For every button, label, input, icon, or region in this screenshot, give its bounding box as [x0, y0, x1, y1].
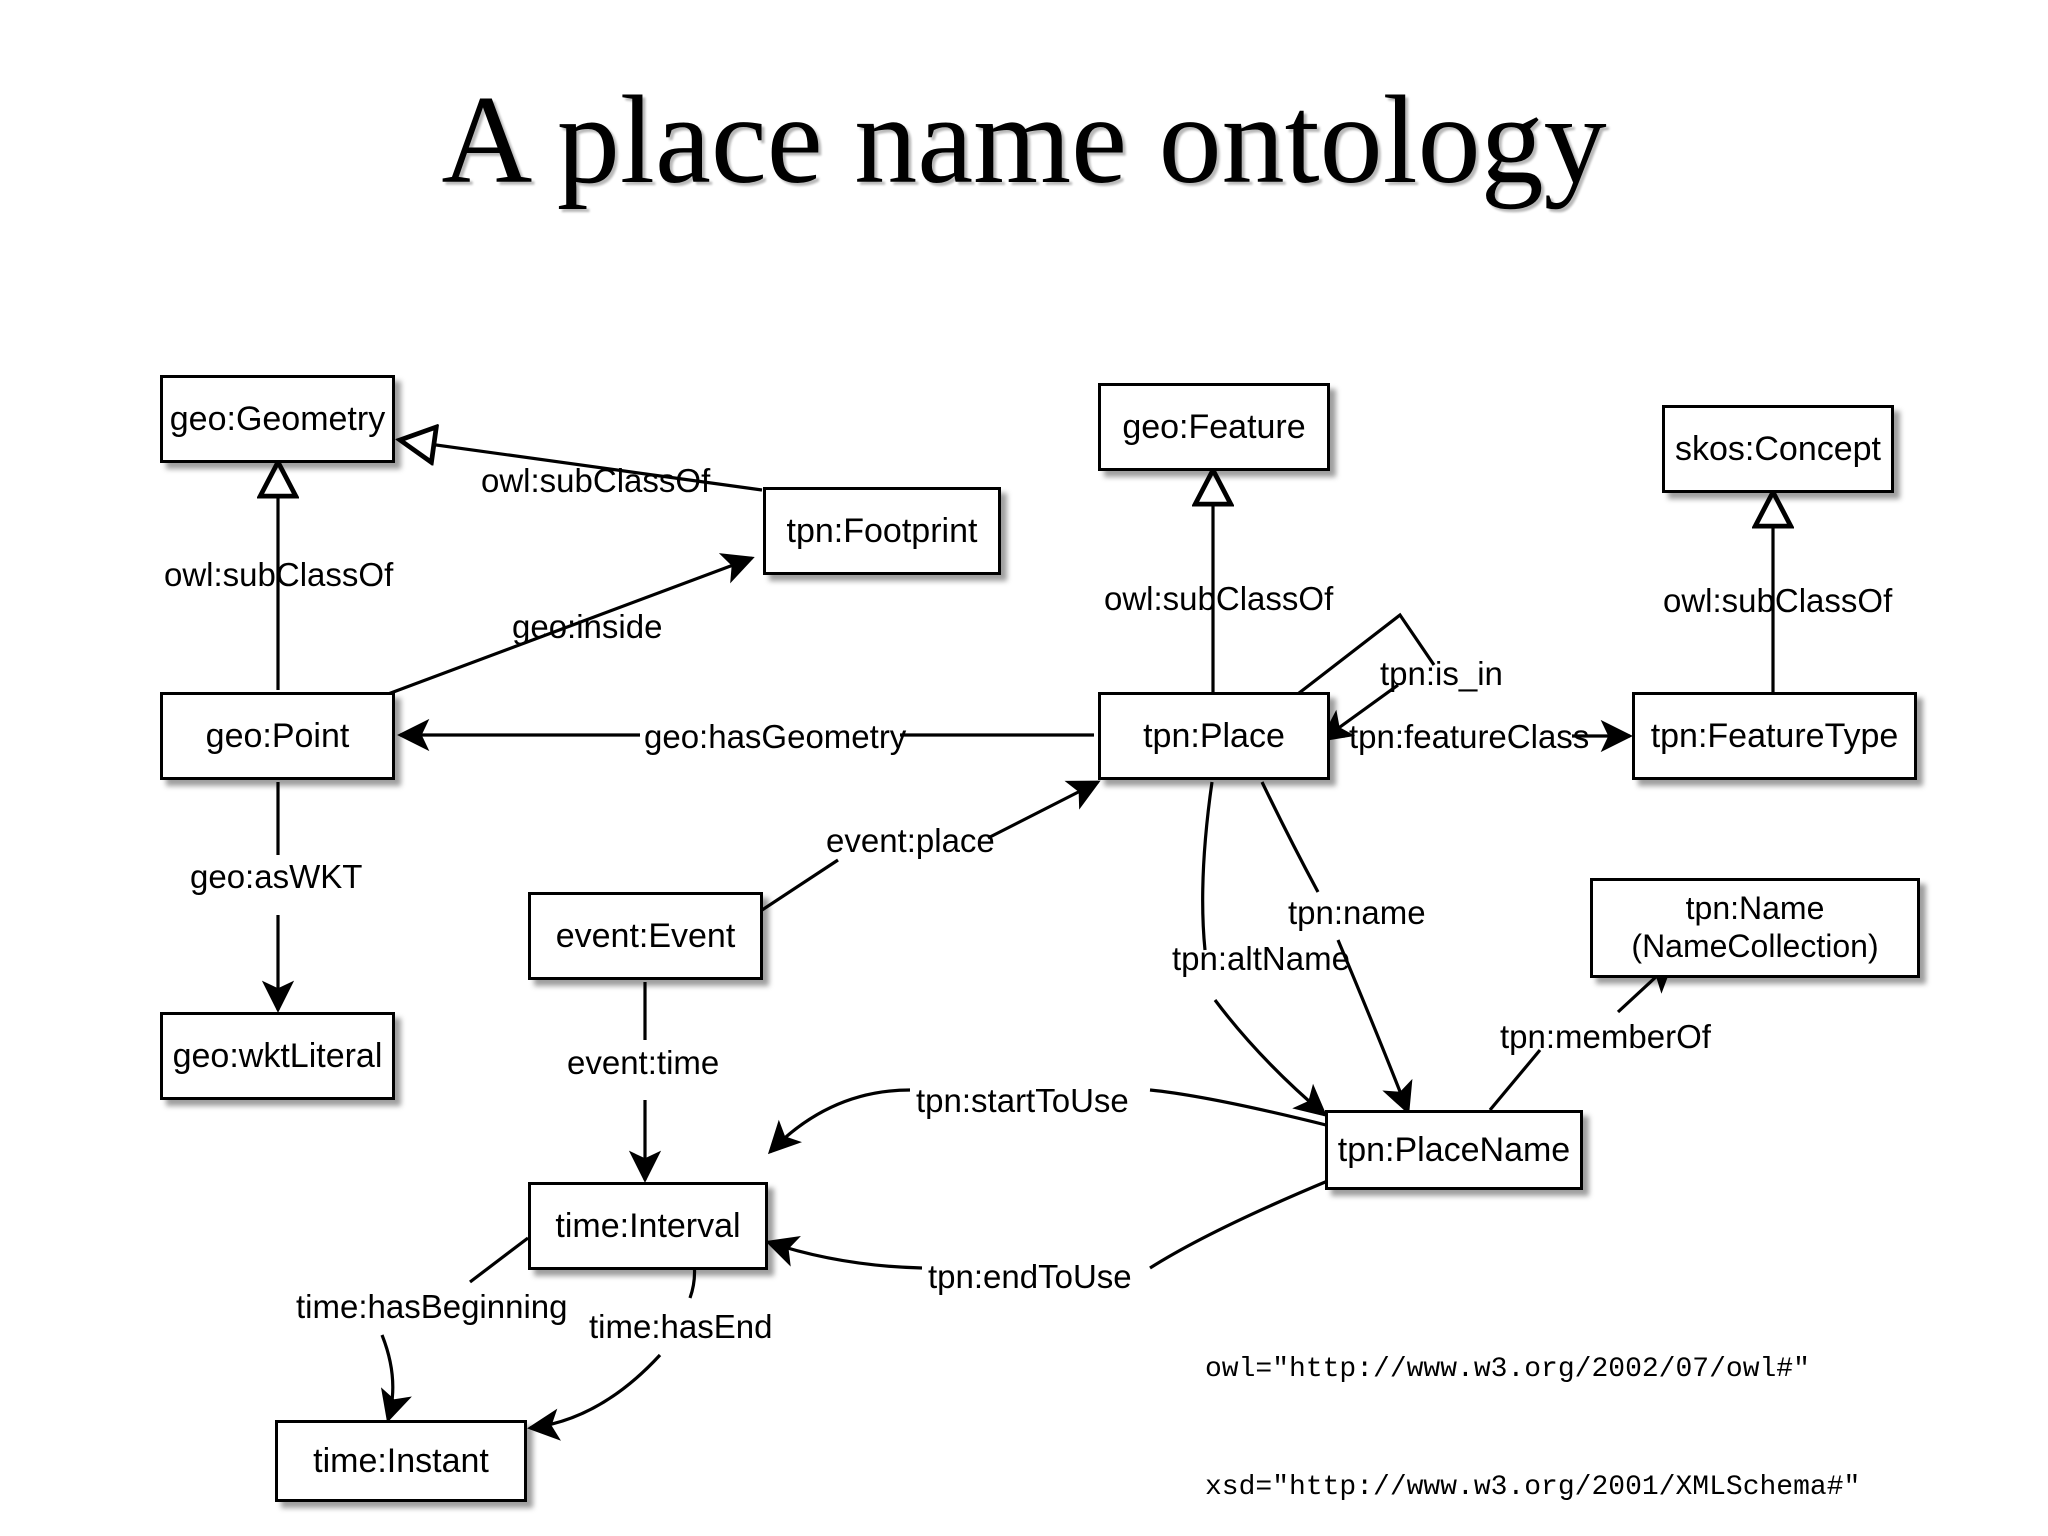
edge-placename-starttouse-interval-stub: [1149, 1088, 1331, 1128]
edge-label-aswkt: geo:asWKT: [190, 858, 363, 895]
edge-label-altname: tpn:altName: [1172, 940, 1350, 977]
edge-event-place-place-stub: [761, 858, 839, 912]
page-title: A place name ontology: [441, 71, 1607, 210]
node-geo-point[interactable]: geo:Point: [160, 692, 395, 780]
node-geo-geometry[interactable]: geo:Geometry: [160, 375, 395, 463]
node-time-instant[interactable]: time:Instant: [275, 1420, 527, 1502]
edge-placename-starttouse-interval: [767, 1088, 911, 1155]
edge-label-point-subclassof: owl:subClassOf: [164, 556, 394, 593]
edge-label-endtouse: tpn:endToUse: [928, 1258, 1132, 1295]
edge-placename-endtouse-interval-stub: [1149, 1178, 1331, 1270]
edge-placename-endtouse-interval: [765, 1235, 923, 1270]
node-time-interval[interactable]: time:Interval: [528, 1182, 768, 1270]
edge-label-featureclass: tpn:featureClass: [1349, 718, 1590, 755]
namespace-line-xsd: xsd="http://www.w3.org/2001/XMLSchema#": [1205, 1471, 1861, 1503]
node-tpn-featuretype[interactable]: tpn:FeatureType: [1632, 692, 1917, 780]
edge-place-name-placename-stub: [1260, 781, 1320, 893]
node-geo-wktliteral[interactable]: geo:wktLiteral: [160, 1012, 395, 1100]
edge-label-featuretype-subclassof: owl:subClassOf: [1663, 582, 1893, 619]
edge-event-place-place: [987, 780, 1101, 840]
edge-place-altname-placename: [1213, 999, 1328, 1117]
edge-footprint-subclassof-geometry: [400, 440, 763, 492]
edge-place-isin-self: [1289, 612, 1436, 702]
edge-label-hasend: time:hasEnd: [589, 1308, 773, 1345]
node-tpn-footprint[interactable]: tpn:Footprint: [763, 487, 1001, 575]
edge-label-event-place: event:place: [826, 822, 995, 859]
edge-point-inside-footprint: [387, 553, 755, 696]
node-tpn-placename[interactable]: tpn:PlaceName: [1325, 1110, 1583, 1190]
edge-place-isin-self-arrow: [1319, 683, 1399, 742]
edge-label-name: tpn:name: [1288, 894, 1426, 931]
edge-label-place-subclassof: owl:subClassOf: [1104, 580, 1334, 617]
edge-label-is-in: tpn:is_in: [1380, 655, 1503, 692]
edge-label-memberof: tpn:memberOf: [1500, 1018, 1711, 1055]
edge-label-footprint-subclassof: owl:subClassOf: [481, 462, 711, 499]
namespace-line-owl: owl="http://www.w3.org/2002/07/owl#": [1205, 1354, 1810, 1386]
edge-interval-hasbeginning-instant: [380, 1334, 412, 1423]
node-event-event[interactable]: event:Event: [528, 892, 763, 980]
edge-label-hasgeometry: geo:hasGeometry: [644, 718, 907, 755]
node-tpn-place[interactable]: tpn:Place: [1098, 692, 1330, 780]
edge-label-geo-inside: geo:inside: [512, 608, 663, 645]
node-skos-concept[interactable]: skos:Concept: [1662, 405, 1894, 493]
edge-label-hasbeginning: time:hasBeginning: [296, 1288, 568, 1325]
edge-interval-hasend-instant: [527, 1353, 662, 1441]
node-tpn-name[interactable]: tpn:Name (NameCollection): [1590, 878, 1920, 978]
namespace-legend: owl="http://www.w3.org/2002/07/owl#" xsd…: [1205, 1272, 1928, 1536]
edge-interval-hasbeginning-instant-stub: [469, 1236, 529, 1284]
edge-place-name-placename: [1336, 939, 1413, 1115]
edge-label-starttouse: tpn:startToUse: [916, 1082, 1129, 1119]
edge-placename-memberof-name-stub: [1488, 1048, 1542, 1112]
node-geo-feature[interactable]: geo:Feature: [1098, 383, 1330, 471]
edge-place-altname-placename-stub: [1201, 781, 1214, 951]
edge-label-event-time: event:time: [567, 1044, 720, 1081]
